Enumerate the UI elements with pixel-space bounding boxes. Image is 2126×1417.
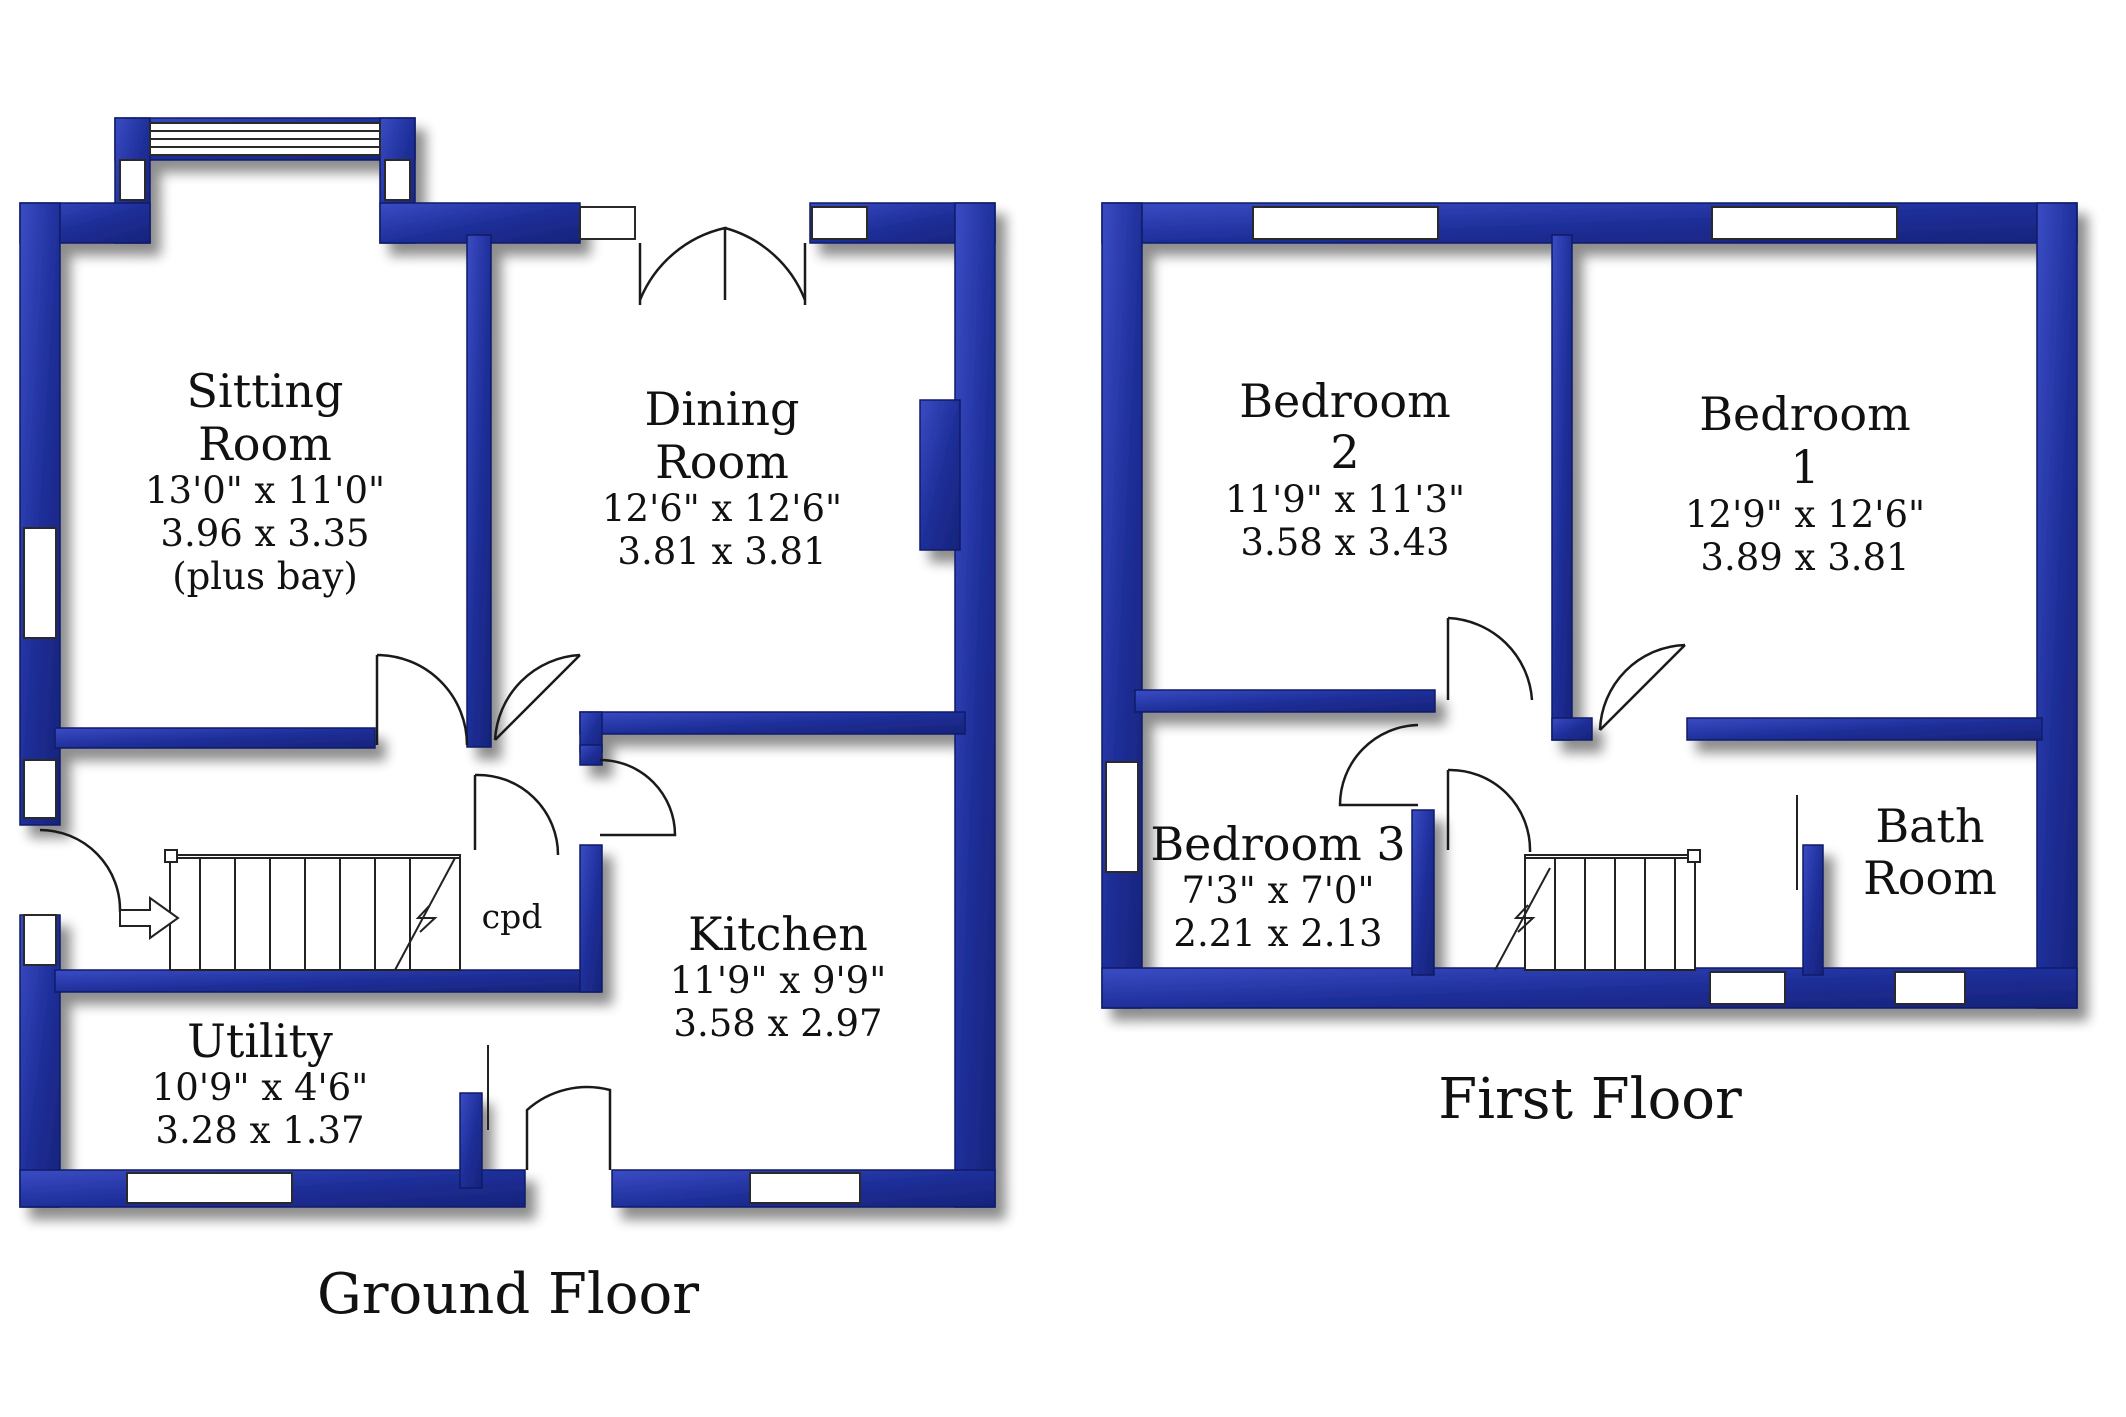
bathroom-window	[1894, 971, 1966, 1005]
dining-window-top-right	[811, 206, 868, 240]
hall-window-left	[23, 759, 57, 819]
utility-name: Utility	[187, 1014, 333, 1068]
first-floor-doors	[1338, 616, 1798, 890]
bedroom2-name-2: 2	[1330, 425, 1359, 479]
ground-floor-staircase	[119, 849, 461, 971]
bedroom1-dim-metric: 3.89 x 3.81	[1700, 536, 1909, 579]
bedroom1-dim-imperial: 12'9" x 12'6"	[1685, 493, 1925, 536]
bedroom3-name: Bedroom 3	[1150, 817, 1405, 871]
kitchen-dim-imperial: 11'9" x 9'9"	[670, 959, 886, 1002]
bedroom2-window	[1252, 206, 1439, 240]
dining-window-top-left	[579, 206, 636, 240]
bedroom1-name-1: Bedroom	[1699, 387, 1910, 441]
first-floor-plan: Bedroom 2 11'9" x 11'3" 3.58 x 3.43 Bedr…	[1101, 202, 2078, 1132]
sitting-room-dim-imperial: 13'0" x 11'0"	[145, 469, 385, 512]
bedroom3-dim-imperial: 7'3" x 7'0"	[1182, 869, 1375, 912]
sitting-window-left	[23, 527, 57, 639]
kitchen-name: Kitchen	[688, 907, 868, 961]
dining-room-dim-imperial: 12'6" x 12'6"	[602, 487, 842, 530]
cupboard-label: cpd	[482, 897, 543, 936]
ground-floor-labels: Sitting Room 13'0" x 11'0" 3.96 x 3.35 (…	[145, 364, 886, 1327]
ground-floor-doors	[39, 226, 807, 1170]
bathroom-name-1: Bath	[1875, 799, 1984, 853]
bedroom3-dim-metric: 2.21 x 2.13	[1173, 912, 1382, 955]
kitchen-window	[749, 1172, 861, 1204]
ground-floor-plan: Sitting Room 13'0" x 11'0" 3.96 x 3.35 (…	[19, 117, 996, 1327]
first-floor-title: First Floor	[1438, 1067, 1742, 1132]
sitting-room-note: (plus bay)	[172, 555, 358, 598]
bay-window-left	[119, 159, 146, 201]
bay-window-right	[384, 159, 411, 201]
bedroom1-window	[1711, 206, 1898, 240]
front-door-frame	[23, 914, 57, 966]
bedroom2-name-1: Bedroom	[1239, 374, 1450, 428]
first-floor-windows	[1105, 206, 1966, 1005]
bedroom3-window	[1105, 761, 1139, 873]
sitting-room-name-2: Room	[198, 417, 332, 471]
first-floor-staircase	[1494, 849, 1701, 971]
ground-floor-title: Ground Floor	[317, 1262, 699, 1327]
utility-window	[126, 1172, 293, 1204]
sitting-room-name-1: Sitting	[187, 364, 344, 418]
first-floor-labels: Bedroom 2 11'9" x 11'3" 3.58 x 3.43 Bedr…	[1150, 374, 1997, 1132]
ground-floor-windows	[23, 122, 868, 1204]
bathroom-name-2: Room	[1863, 851, 1997, 905]
utility-dim-imperial: 10'9" x 4'6"	[152, 1066, 368, 1109]
dining-room-dim-metric: 3.81 x 3.81	[617, 530, 826, 573]
kitchen-dim-metric: 3.58 x 2.97	[673, 1002, 882, 1045]
bedroom2-dim-metric: 3.58 x 3.43	[1240, 521, 1449, 564]
sitting-room-dim-metric: 3.96 x 3.35	[160, 512, 369, 555]
bedroom2-dim-imperial: 11'9" x 11'3"	[1225, 478, 1465, 521]
dining-room-name-1: Dining	[644, 382, 799, 436]
bedroom1-name-2: 1	[1790, 440, 1819, 494]
dining-room-name-2: Room	[655, 435, 789, 489]
utility-dim-metric: 3.28 x 1.37	[155, 1109, 364, 1152]
stair-arrow-icon	[119, 896, 180, 940]
landing-window	[1709, 971, 1786, 1005]
